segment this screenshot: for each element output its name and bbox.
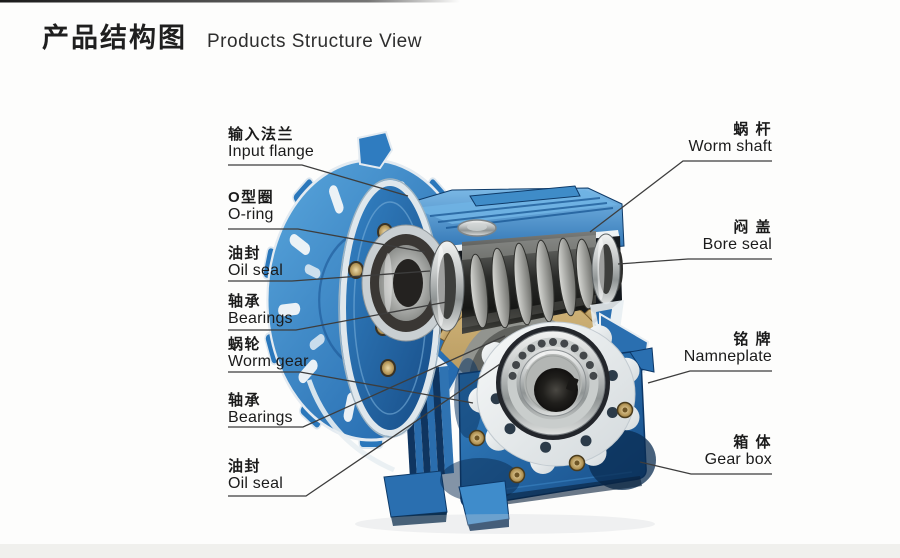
left-foot: [383, 470, 448, 526]
page-title: 产品结构图 Products Structure View: [42, 16, 422, 55]
label-worm-gear-en: Worm gear: [228, 353, 309, 370]
label-gear-box-en: Gear box: [704, 451, 772, 468]
leader-gear-box: [639, 461, 772, 475]
leader-bearings-2: [228, 335, 506, 428]
label-bearings-1-zh: 轴承: [228, 293, 262, 310]
scan-bottom-edge: [0, 544, 900, 558]
label-oil-seal-1: 油封 Oil seal: [228, 245, 283, 279]
leader-worm-gear: [228, 371, 474, 404]
label-gear-box-zh: 箱 体: [733, 434, 772, 451]
leader-bearings-1: [228, 300, 453, 331]
label-worm-gear-zh: 蜗轮: [228, 336, 262, 353]
label-oil-seal-2-en: Oil seal: [228, 475, 283, 492]
label-worm-shaft-en: Worm shaft: [688, 138, 772, 155]
page-title-zh: 产品结构图: [42, 23, 187, 53]
leader-input-flange: [228, 164, 409, 197]
scan-top-edge: [0, 0, 460, 3]
label-bearings-1: 轴承 Bearings: [228, 293, 293, 327]
output-bore: [534, 368, 578, 412]
label-bore-seal: 闷 盖 Bore seal: [703, 219, 772, 253]
page-title-en: Products Structure View: [207, 31, 422, 52]
ground-shadow: [355, 514, 655, 534]
label-nameplate: 铭 牌 Namneplate: [684, 331, 772, 365]
label-oil-seal-2: 油封 Oil seal: [228, 458, 283, 492]
worm-bearing-left: [429, 240, 465, 332]
gearbox-bolts: [468, 401, 634, 484]
label-bore-seal-en: Bore seal: [702, 236, 772, 253]
input-bore: [361, 224, 451, 342]
label-bearings-2-zh: 轴承: [228, 392, 262, 409]
leader-o-ring: [228, 228, 426, 253]
flange-bottom-rim: [306, 379, 396, 473]
label-input-flange-zh: 输入法兰: [228, 126, 295, 143]
label-worm-gear: 蜗轮 Worm gear: [228, 336, 309, 370]
leader-oil-seal-1: [228, 270, 431, 282]
leader-nameplate: [647, 370, 772, 384]
leader-worm-shaft: [589, 160, 772, 233]
worm-threads: [469, 237, 595, 329]
label-worm-shaft: 蜗 杆 Worm shaft: [689, 121, 773, 155]
leader-bore-seal: [617, 258, 772, 265]
label-input-flange-en: Input flange: [228, 143, 315, 160]
input-flange-disc: [338, 178, 451, 438]
label-o-ring: O型圈 O-ring: [228, 189, 274, 223]
worm-bearing-right: [591, 233, 621, 305]
label-gear-box: 箱 体 Gear box: [705, 434, 772, 468]
label-bearings-1-en: Bearings: [228, 310, 293, 327]
leader-lines: [228, 160, 772, 497]
keyway: [566, 376, 579, 392]
label-o-ring-zh: O型圈: [228, 189, 275, 206]
output-bearing: [496, 326, 610, 440]
label-bore-seal-zh: 闷 盖: [733, 219, 772, 236]
leader-oil-seal-2: [228, 363, 501, 497]
gearbox-foot: [458, 480, 510, 531]
label-input-flange: 输入法兰 Input flange: [228, 126, 314, 160]
bearing-balls: [508, 338, 598, 380]
nameplate-ear: [629, 347, 655, 373]
label-nameplate-en: Namneplate: [683, 348, 772, 365]
label-o-ring-en: O-ring: [228, 206, 274, 223]
label-oil-seal-1-zh: 油封: [228, 245, 262, 262]
worm-shaft: [429, 231, 624, 334]
label-nameplate-zh: 铭 牌: [733, 331, 772, 348]
label-worm-shaft-zh: 蜗 杆: [733, 121, 772, 138]
label-oil-seal-2-zh: 油封: [228, 458, 262, 475]
label-oil-seal-1-en: Oil seal: [228, 262, 283, 279]
flange-top-lug: [356, 130, 394, 170]
gearbox-illustration: [262, 130, 656, 534]
label-bearings-2-en: Bearings: [228, 409, 293, 426]
label-bearings-2: 轴承 Bearings: [228, 392, 293, 426]
